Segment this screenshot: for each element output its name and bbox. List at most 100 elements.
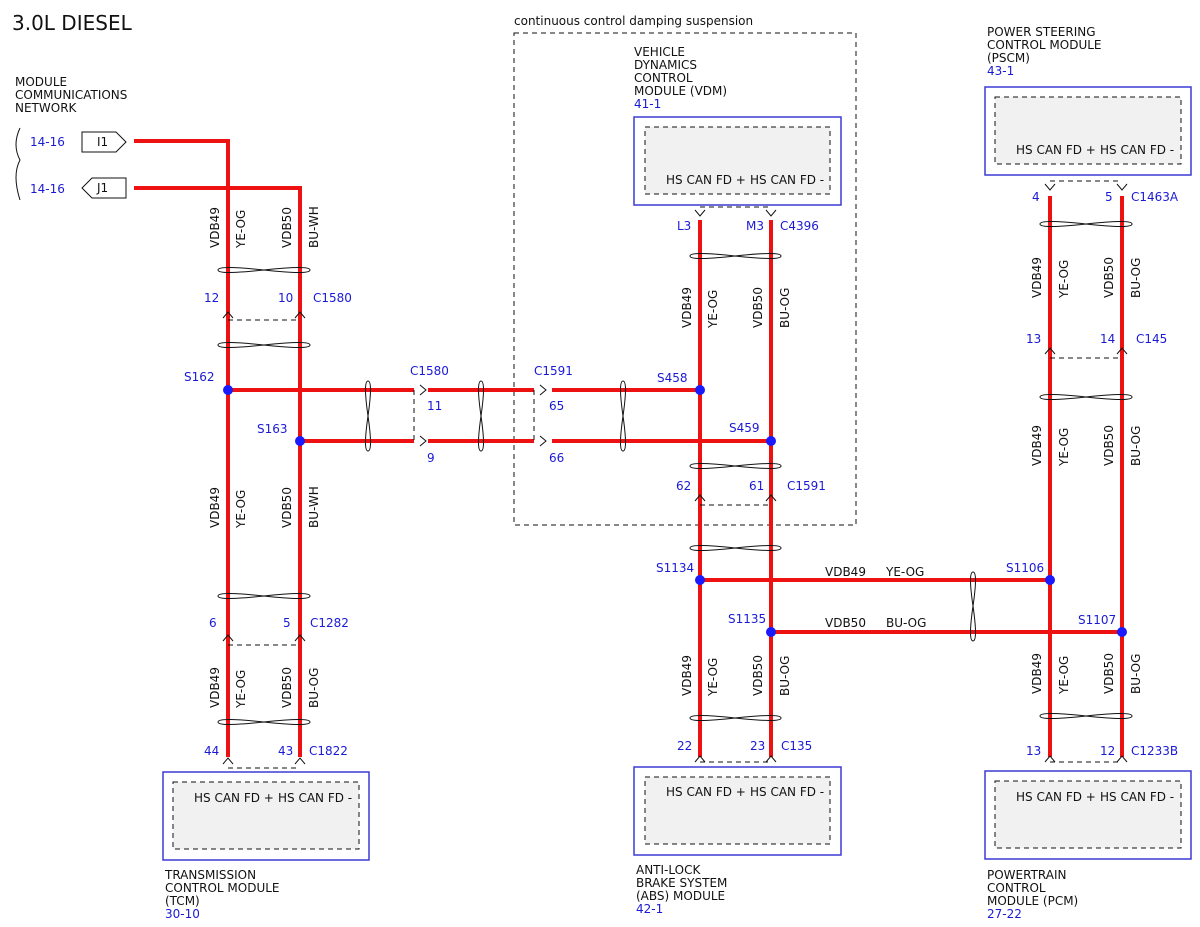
network-ref-1[interactable]: 14-16 [30,135,65,149]
wire-label-circuit: VDB49 [1030,425,1044,466]
network-label-1: MODULE [15,75,67,89]
splice-s458[interactable]: S458 [657,371,688,385]
wire-label-color: YE-OG [885,565,924,579]
c135-name[interactable]: C135 [781,739,812,753]
c1591-low-name[interactable]: C1591 [787,479,826,493]
wire-label-color: BU-OG [1129,258,1143,298]
splice-s1134[interactable]: S1134 [656,561,694,575]
c145-pin-b: 14 [1100,332,1115,346]
vdm-name-3: CONTROL [634,71,693,85]
wire-label-color: YE-OG [706,658,720,697]
c1463a-name[interactable]: C1463A [1131,190,1179,204]
pcm-name-2: CONTROL [987,881,1046,895]
pscm-name-3: (PSCM) [987,51,1030,65]
wire-vdb49-left[interactable] [134,139,230,757]
vdm-ref[interactable]: 41-1 [634,97,661,111]
connector-tag-i1 [81,131,127,153]
wire-vdb50-left[interactable] [134,186,302,757]
wire-label-color: YE-OG [234,670,248,709]
c1463a-pin-a: 4 [1032,190,1040,204]
wire-label-circuit: VDB50 [280,207,294,248]
network-ref-2[interactable]: 14-16 [30,182,65,196]
splice-s163[interactable]: S163 [257,422,288,436]
module-abs[interactable]: HS CAN FD + HS CAN FD - ANTI-LOCK BRAKE … [633,766,842,916]
pcm-name-1: POWERTRAIN [987,868,1067,882]
vdm-name-2: DYNAMICS [634,58,697,72]
wire-label-circuit: VDB50 [751,655,765,696]
wire-label-color: BU-OG [778,288,792,328]
pscm-pin-minus: HS CAN FD - [1100,143,1174,157]
module-pscm[interactable]: POWER STEERING CONTROL MODULE (PSCM) 43-… [984,25,1192,176]
c1591-mid-pin-a: 65 [549,399,564,413]
vdm-name-4: MODULE (VDM) [634,84,727,98]
abs-ref[interactable]: 42-1 [636,902,663,916]
c1580-top-pin-a: 12 [204,291,219,305]
c1822-name[interactable]: C1822 [309,744,348,758]
c1591-mid-pin-b: 66 [549,451,564,465]
wire-labels: VDB49 YE-OG VDB50 BU-WH VDB49 YE-OG VDB5… [208,206,1143,709]
tag-j1-label: J1 [96,181,108,195]
abs-name-1: ANTI-LOCK [636,863,701,877]
tag-i1-label: I1 [97,135,108,149]
pscm-name-1: POWER STEERING [987,25,1096,39]
wire-label-circuit: VDB49 [208,487,222,528]
c1591-mid-name[interactable]: C1591 [534,364,573,378]
suspension-region [513,32,857,526]
network-label-3: NETWORK [15,101,78,115]
c1282-pin-b: 5 [283,616,291,630]
wire-label-circuit: VDB50 [1102,653,1116,694]
abs-name-2: BRAKE SYSTEM [636,876,727,890]
c1822-pin-a: 44 [204,744,219,758]
c1233b-name[interactable]: C1233B [1131,744,1178,758]
splice-s163-dot [295,436,305,446]
splice-labels: S162 S163 S458 S459 S1134 S1135 S1106 S1… [184,370,1116,627]
pscm-pin-plus: HS CAN FD + [1016,143,1096,157]
wire-label-color: BU-OG [1129,654,1143,694]
wire-label-color: YE-OG [234,490,248,529]
twist-symbols [217,221,1133,725]
wire-label-color: BU-OG [1129,426,1143,466]
network-brace [15,127,21,201]
module-pcm[interactable]: HS CAN FD + HS CAN FD - POWERTRAIN CONTR… [984,770,1192,921]
c1580-top-pin-b: 10 [278,291,293,305]
wire-label-color: YE-OG [1057,260,1071,299]
suspension-label: continuous control damping suspension [514,14,753,28]
splice-s1106[interactable]: S1106 [1006,561,1044,575]
wire-label-circuit: VDB50 [1102,257,1116,298]
c1233b-pin-a: 13 [1026,744,1041,758]
c145-name[interactable]: C145 [1136,332,1167,346]
wire-label-color: YE-OG [706,290,720,329]
c1282-name[interactable]: C1282 [310,616,349,630]
c135-pin-b: 23 [750,739,765,753]
splice-s162[interactable]: S162 [184,370,215,384]
module-vdm[interactable]: VEHICLE DYNAMICS CONTROL MODULE (VDM) 41… [633,45,842,206]
pcm-ref[interactable]: 27-22 [987,907,1022,921]
splice-s1106-dot [1045,575,1055,585]
tcm-pin-plus: HS CAN FD + [194,791,274,805]
pcm-name-3: MODULE (PCM) [987,894,1078,908]
wire-label-circuit: VDB49 [680,287,694,328]
connector-symbols [222,180,1128,769]
c1580-mid-name[interactable]: C1580 [410,364,449,378]
wire-label-color: BU-WH [307,206,321,248]
splice-s459[interactable]: S459 [729,421,760,435]
tcm-inner-box [172,781,360,850]
c4396-pin-b: M3 [746,219,764,233]
tcm-ref[interactable]: 30-10 [165,907,200,921]
connector-gaps [414,384,552,447]
abs-pin-plus: HS CAN FD + [666,785,746,799]
module-tcm[interactable]: HS CAN FD + HS CAN FD - TRANSMISSION CON… [162,771,370,921]
splice-s1135[interactable]: S1135 [728,612,766,626]
wire-label-circuit: VDB50 [751,287,765,328]
c1580-top-name[interactable]: C1580 [313,291,352,305]
connector-tag-j1 [81,177,127,199]
splice-dots [223,385,1127,637]
c1282-pin-a: 6 [209,616,217,630]
c4396-name[interactable]: C4396 [780,219,819,233]
pscm-ref[interactable]: 43-1 [987,64,1014,78]
pscm-name-2: CONTROL MODULE [987,38,1102,52]
wire-label-color: BU-OG [886,616,926,630]
pcm-inner-box [994,780,1182,849]
splice-s1107[interactable]: S1107 [1078,613,1116,627]
